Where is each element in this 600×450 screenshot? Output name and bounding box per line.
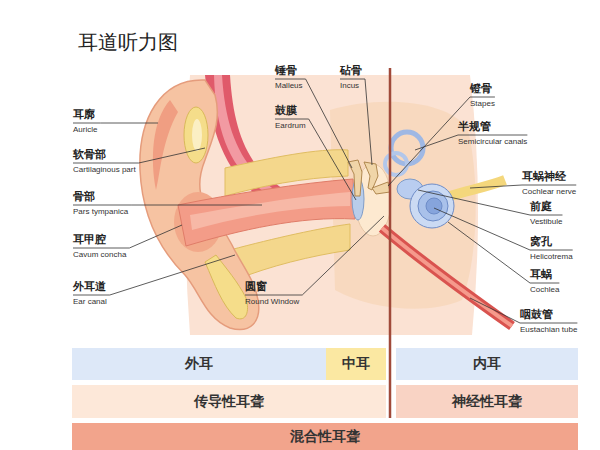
diagram-title: 耳道听力图 xyxy=(78,30,178,54)
part-name: 耳蜗 xyxy=(530,268,552,281)
part-name-en: Malleus xyxy=(275,81,303,91)
part-name: 半规管 xyxy=(458,120,491,133)
temporal-bone xyxy=(330,102,476,309)
band-label: 中耳 xyxy=(342,355,370,373)
band-label: 内耳 xyxy=(473,355,501,373)
part-name: 耳蜗神经 xyxy=(522,170,566,183)
eustachian-tube-inner xyxy=(382,228,512,326)
part-name: 耳廓 xyxy=(73,108,95,121)
part-name-en: Cartilaginous part xyxy=(73,165,136,175)
part-name-en: Auricle xyxy=(73,125,97,135)
divider-line xyxy=(389,68,392,418)
band-label: 外耳 xyxy=(185,355,213,373)
cartilage xyxy=(184,107,208,163)
part-name-en: Round Window xyxy=(245,297,299,307)
part-name: 软骨部 xyxy=(73,148,106,161)
ear-canal-inner xyxy=(190,192,350,230)
leader-line xyxy=(73,255,235,295)
part-name: 镫骨 xyxy=(470,82,492,95)
part-name: 骨部 xyxy=(73,190,95,203)
leader-line xyxy=(415,135,527,150)
cochlear-nerve-shape xyxy=(450,180,505,196)
part-name-en: Helicotrema xyxy=(530,252,573,262)
leader-line xyxy=(434,208,573,250)
leader-line xyxy=(73,205,262,206)
category-band: 混合性耳聋 xyxy=(72,423,578,450)
leader-line xyxy=(73,123,158,124)
band-label: 神经性耳聋 xyxy=(452,393,522,411)
part-name-en: Eardrum xyxy=(275,121,306,131)
part-name-en: Pars tympanica xyxy=(73,207,128,217)
part-name: 锤骨 xyxy=(275,64,297,77)
part-name-en: Stapes xyxy=(470,99,495,109)
category-band: 内耳 xyxy=(396,348,578,380)
leader-line xyxy=(73,225,182,248)
helix-fold xyxy=(153,100,178,190)
bone-lower xyxy=(230,224,350,280)
category-band: 传导性耳聋 xyxy=(72,385,386,418)
part-name-en: Cavum concha xyxy=(73,250,126,260)
lobe-cartilage xyxy=(205,255,248,319)
leader-line xyxy=(275,79,352,168)
leader-line xyxy=(73,148,205,163)
part-name-en: Cochlear nerve xyxy=(522,187,576,197)
part-name-en: Cochlea xyxy=(530,285,559,295)
cartilage-inner xyxy=(192,119,202,151)
semicircular-canal xyxy=(385,153,407,175)
category-band: 中耳 xyxy=(326,348,386,380)
part-name: 鼓膜 xyxy=(275,104,297,117)
leader-line xyxy=(470,298,577,323)
part-name: 砧骨 xyxy=(340,64,362,77)
leader-line xyxy=(245,216,384,295)
part-name: 前庭 xyxy=(530,200,552,213)
cochlea-shape xyxy=(410,184,454,228)
part-name-en: Vestibule xyxy=(530,217,562,227)
ear-canal xyxy=(178,179,355,246)
category-band: 神经性耳聋 xyxy=(396,385,578,418)
part-name: 窝孔 xyxy=(530,235,552,248)
eustachian-tube-shape xyxy=(382,228,512,326)
incus-bone xyxy=(364,162,378,190)
part-name: 耳甲腔 xyxy=(73,233,106,246)
leader-line xyxy=(340,79,372,165)
part-name-en: Incus xyxy=(340,81,359,91)
part-name-en: Semicircular canals xyxy=(458,137,527,147)
part-name: 外耳道 xyxy=(73,280,106,293)
cochlea-turn xyxy=(426,198,442,214)
leader-line xyxy=(275,119,356,200)
part-name-en: Eustachian tube xyxy=(520,325,577,335)
part-name: 咽鼓管 xyxy=(520,308,553,321)
part-name: 圆窗 xyxy=(245,280,267,293)
band-label: 混合性耳聋 xyxy=(290,428,360,446)
category-band: 外耳 xyxy=(72,348,326,380)
stapes-bone xyxy=(372,182,390,194)
band-label: 传导性耳聋 xyxy=(194,393,264,411)
part-name-en: Ear canal xyxy=(73,297,107,307)
